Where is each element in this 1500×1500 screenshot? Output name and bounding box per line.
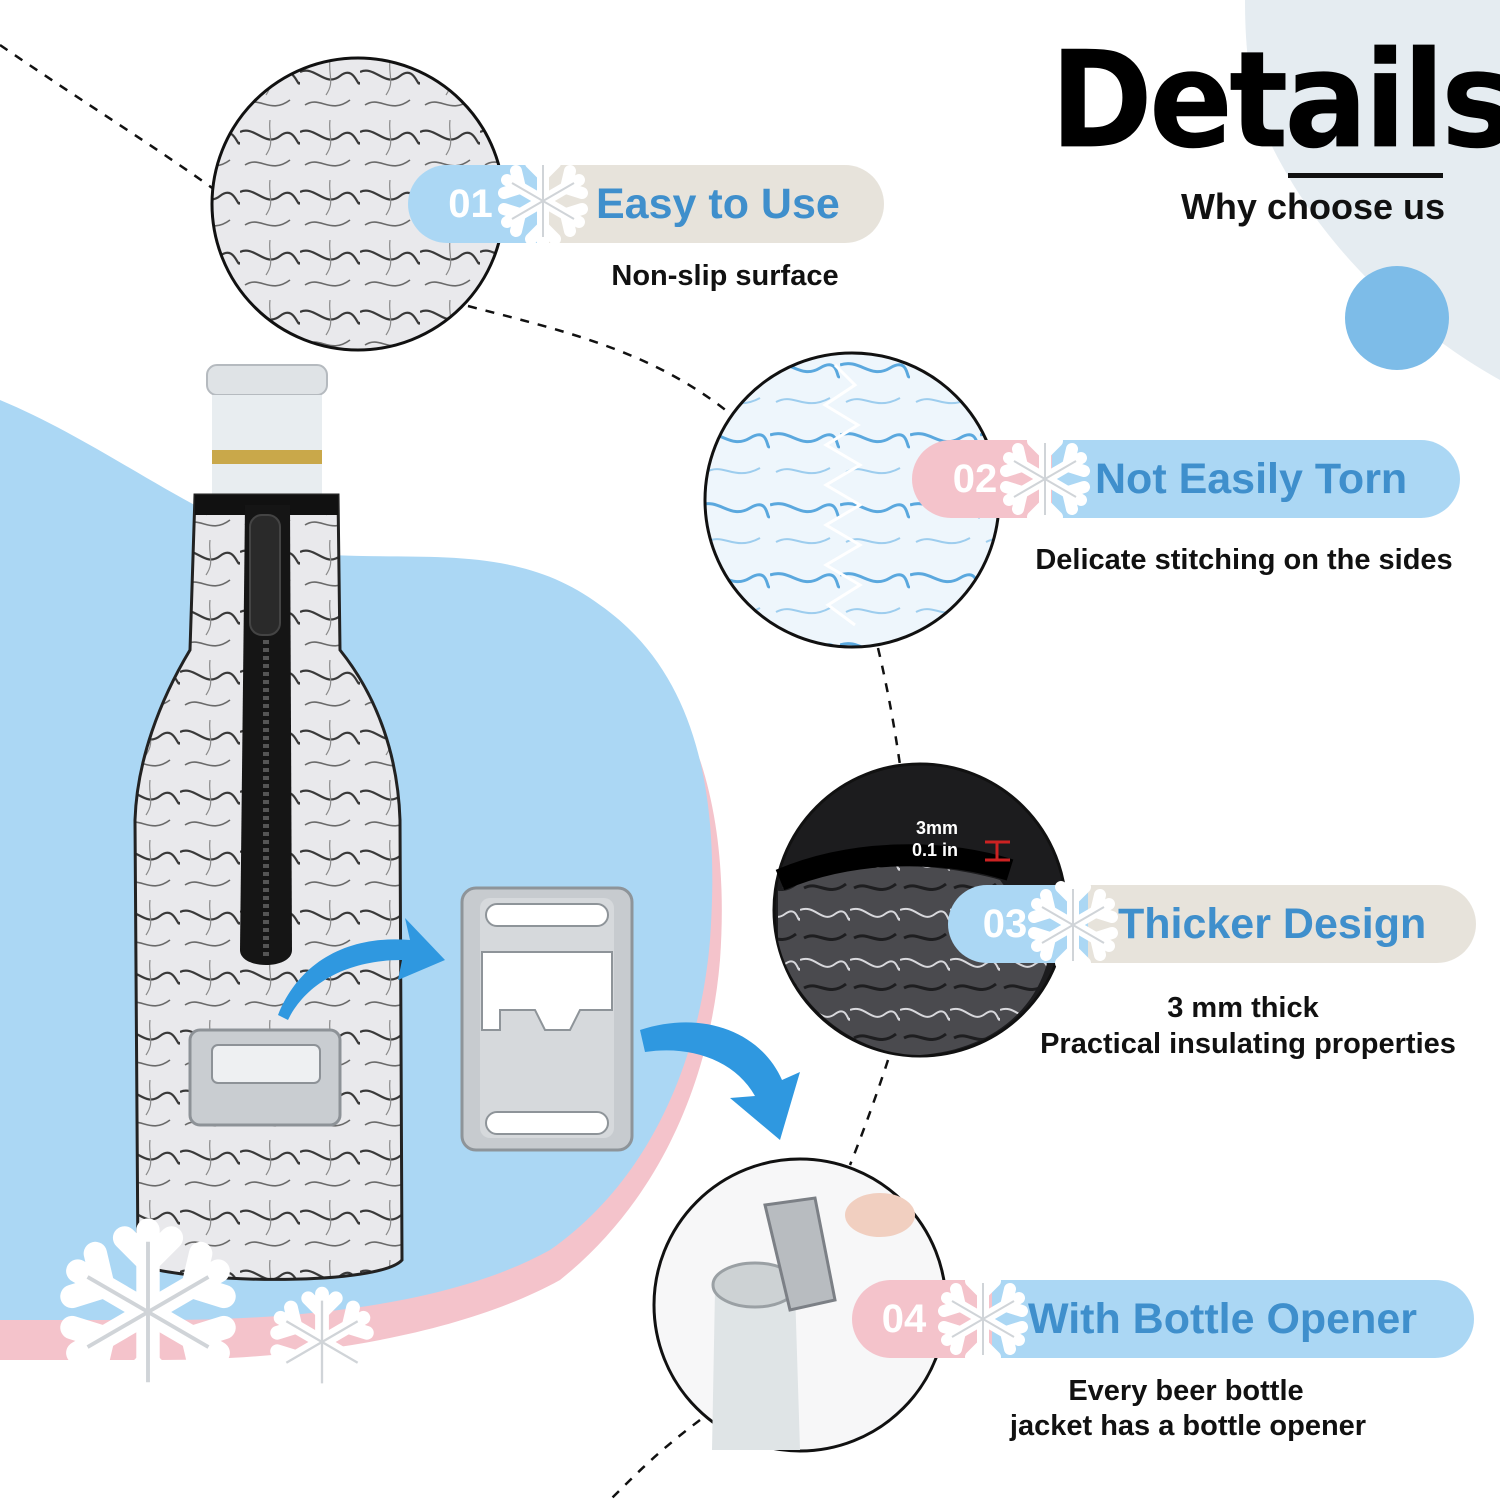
feature-number-03: 03: [982, 902, 1028, 946]
thickness-mm-label: 3mm: [916, 818, 959, 838]
title-underline: [1288, 173, 1443, 178]
snowflake-icon: [1028, 880, 1118, 970]
arrow-icon: [278, 918, 800, 1140]
feature-number-04: 04: [881, 1297, 927, 1341]
feature-description-04-line1: Every beer bottle: [1068, 1375, 1304, 1407]
page-subtitle: Why choose us: [1180, 186, 1445, 227]
feature-label-02: Not Easily Torn: [1095, 455, 1408, 503]
feature-label-04: With Bottle Opener: [1028, 1295, 1417, 1343]
feature-number-02: 02: [952, 457, 998, 501]
feature-label-01: Easy to Use: [596, 180, 840, 228]
page-title: Details: [1050, 23, 1500, 179]
bottle-illustration: [133, 364, 404, 1281]
feature-description-01: Non-slip surface: [611, 260, 839, 292]
feature-number-01: 01: [448, 182, 493, 226]
snowflake-icon: [938, 1274, 1028, 1364]
feature-description-03-line2: Practical insulating properties: [1040, 1028, 1456, 1060]
snowflake-icon: [1000, 434, 1090, 524]
feature-pill-02: 02 Not Easily Torn: [912, 440, 1460, 518]
thickness-inch-label: 0.1 in: [912, 840, 959, 860]
feature-description-04-line2: jacket has a bottle opener: [1009, 1410, 1367, 1442]
feature-description-03-line1: 3 mm thick: [1167, 992, 1319, 1024]
snowflake-icon: [498, 156, 588, 246]
feature-label-03: Thicker Design: [1118, 900, 1427, 948]
feature-description-02: Delicate stitching on the sides: [1035, 544, 1453, 576]
feature-pill-01: 01 Easy to Use: [408, 165, 884, 243]
bottle-opener-icon: [460, 886, 634, 1152]
